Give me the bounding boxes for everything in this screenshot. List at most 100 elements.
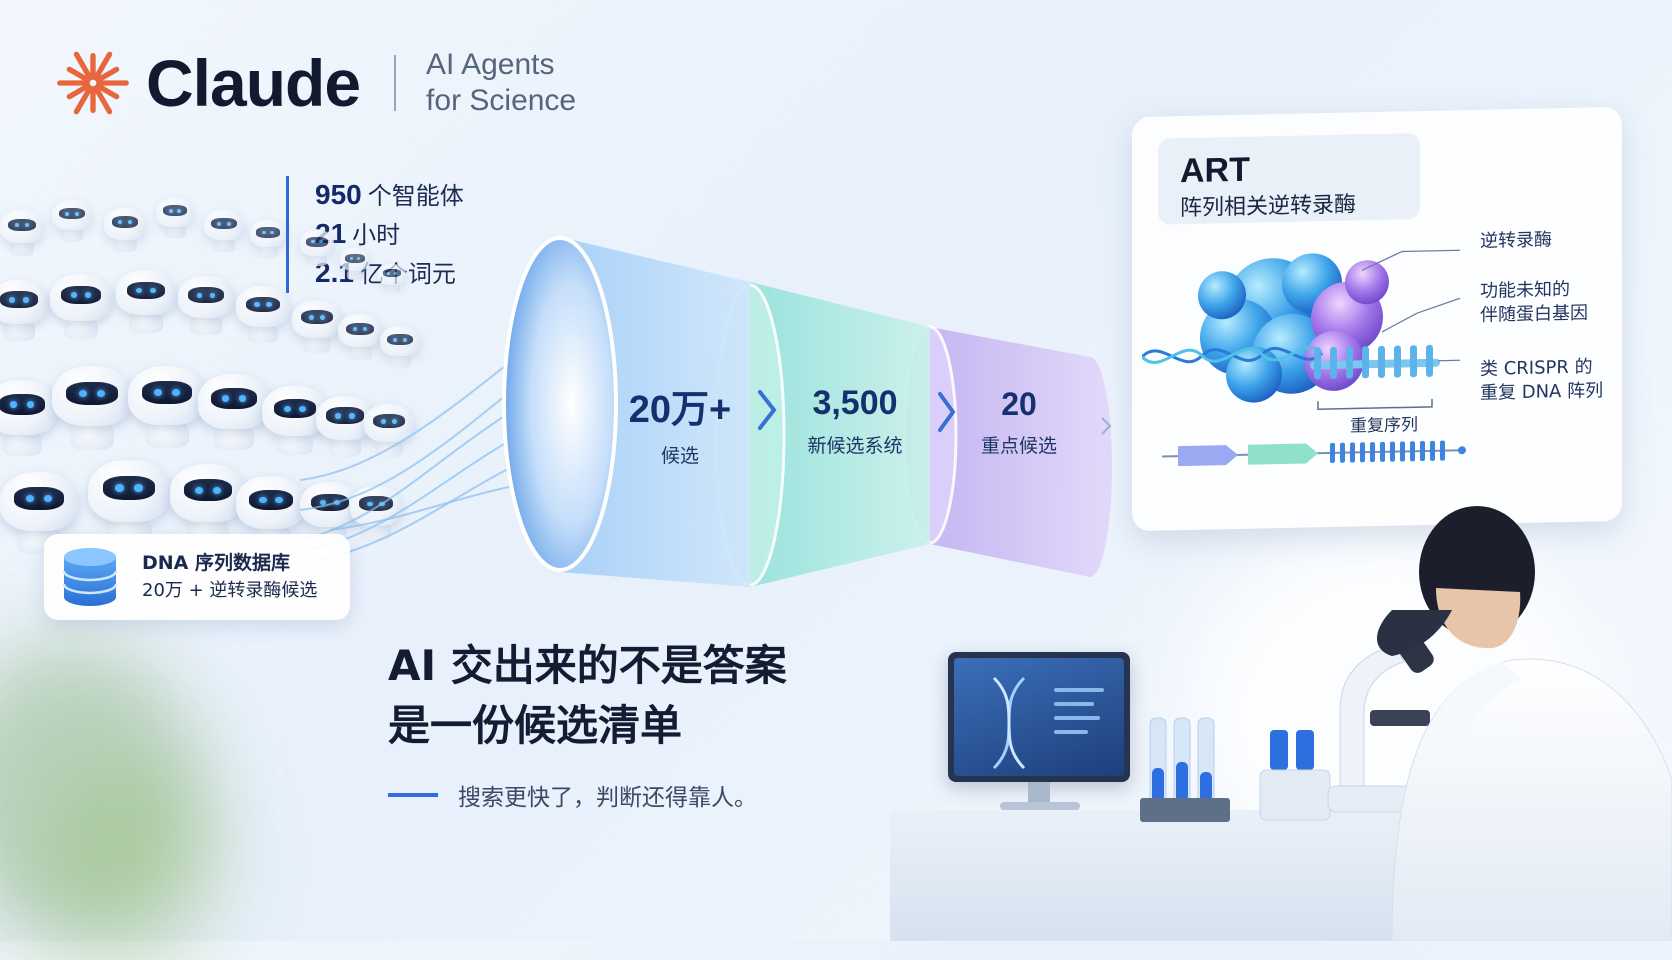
stat-unit: 个智能体 [367,182,464,210]
robot-agent-icon [262,386,328,455]
robot-head [340,248,370,272]
robot-body [347,344,373,360]
robot-body [328,436,362,457]
robot-agent-icon [52,366,132,450]
robot-head [116,270,176,316]
robot-body [257,245,279,258]
robot-agent-icon [204,210,244,252]
tagline: 搜索更快了，判断还得靠人。 [388,778,757,812]
funnel-value: 3,500 [812,384,898,422]
funnel-stage-2-label: 3,500 新候选系统 [780,384,930,458]
robot-eye [402,337,407,342]
database-subtitle: 20万 + 逆转录酶候选 [142,580,318,601]
robot-eye [14,222,20,227]
robot-body [276,431,314,455]
robot-head [128,366,206,426]
robot-body [164,224,186,238]
robot-body [247,323,279,343]
robot-eye [217,221,222,226]
robot-face [102,476,156,500]
funnel-stage-1-label: 20万+ 候选 [620,378,740,468]
robot-agent-icon [236,286,290,343]
robot-eye [65,211,70,216]
candidate-funnel: 20万+ 候选 3,500 新候选系统 20 重点候选 [470,232,1130,592]
robot-eye [319,240,323,244]
robot-head [170,464,246,522]
robot-body [63,316,99,339]
dna-helix-icon [992,676,1104,770]
robot-eye [171,389,180,397]
funnel-value: 20万+ [628,389,732,431]
robot-eye [222,395,230,403]
robot-body [361,522,391,541]
label-reverse-transcriptase: 逆转录酶 [1480,229,1552,252]
robot-eye [311,240,315,244]
robot-eye [393,272,397,275]
robot-head [236,476,306,530]
protein-dna-illustration [1142,249,1466,467]
robot-body [69,421,115,450]
art-title: ART [1180,150,1250,191]
robot-eye [26,495,34,503]
chevron-right-icon [938,392,956,432]
robot-body [60,227,84,242]
robot-body [384,283,400,293]
robot-eye [9,297,16,303]
robot-eye [261,230,266,235]
robot-eye [348,413,355,419]
robot-body [129,311,163,333]
logo-spoke [66,66,91,83]
robot-face [66,381,118,405]
robot-eye [70,292,78,299]
robot-face [14,487,64,510]
robot-eye [299,405,306,412]
robot-eye [275,496,283,504]
robot-eye [149,287,156,294]
database-title: DNA 序列数据库 [142,552,290,574]
gene-map-icon [1162,440,1466,467]
robot-eye [78,389,87,398]
robot-head [380,326,420,357]
robot-head [292,300,342,339]
robot-head [156,198,194,227]
robot-eye [320,499,327,506]
funnel-graphic [502,236,1112,587]
funnel-stage-3-label: 20 重点候选 [964,386,1074,458]
robot-head [338,314,382,348]
robot-eye [154,389,162,397]
robot-eye [320,314,326,320]
robot-eye [352,326,358,331]
robot-eye [127,220,132,225]
logo-spoke [73,51,93,81]
robot-face [7,218,37,232]
robot-eye [362,326,368,331]
robot-agent-icon [104,208,146,252]
logo-spoke [95,83,120,100]
robot-eye [136,287,143,294]
robot-agent-icon [0,472,78,554]
robot-body [388,353,412,368]
robot-body [9,240,35,256]
robot-eye [349,257,354,260]
robot-eye [195,486,204,494]
stat-unit: 亿个词元 [359,260,456,288]
dna-database-card: DNA 序列数据库 20万 + 逆转录酶候选 [44,534,350,620]
computer-monitor [948,652,1130,782]
robot-head [300,230,334,256]
chevron-right-icon [758,390,777,430]
art-info-card: ART 阵列相关逆转录酶 [1132,106,1622,532]
robot-eye [356,257,360,260]
robot-eye [209,292,216,298]
brand-subtitle-line1: AI Agents [426,48,555,81]
robot-face [345,322,375,336]
robot-body [212,237,236,252]
robot-agent-icon [0,210,44,256]
robot-face [373,413,405,429]
robot-agent-icon [52,200,92,242]
robot-face [301,309,333,325]
robot-head [364,404,414,443]
dna-helix-icon [1142,346,1324,364]
robot-agent-icon [300,230,334,266]
robot-face [248,489,294,511]
robot-head [0,210,44,244]
